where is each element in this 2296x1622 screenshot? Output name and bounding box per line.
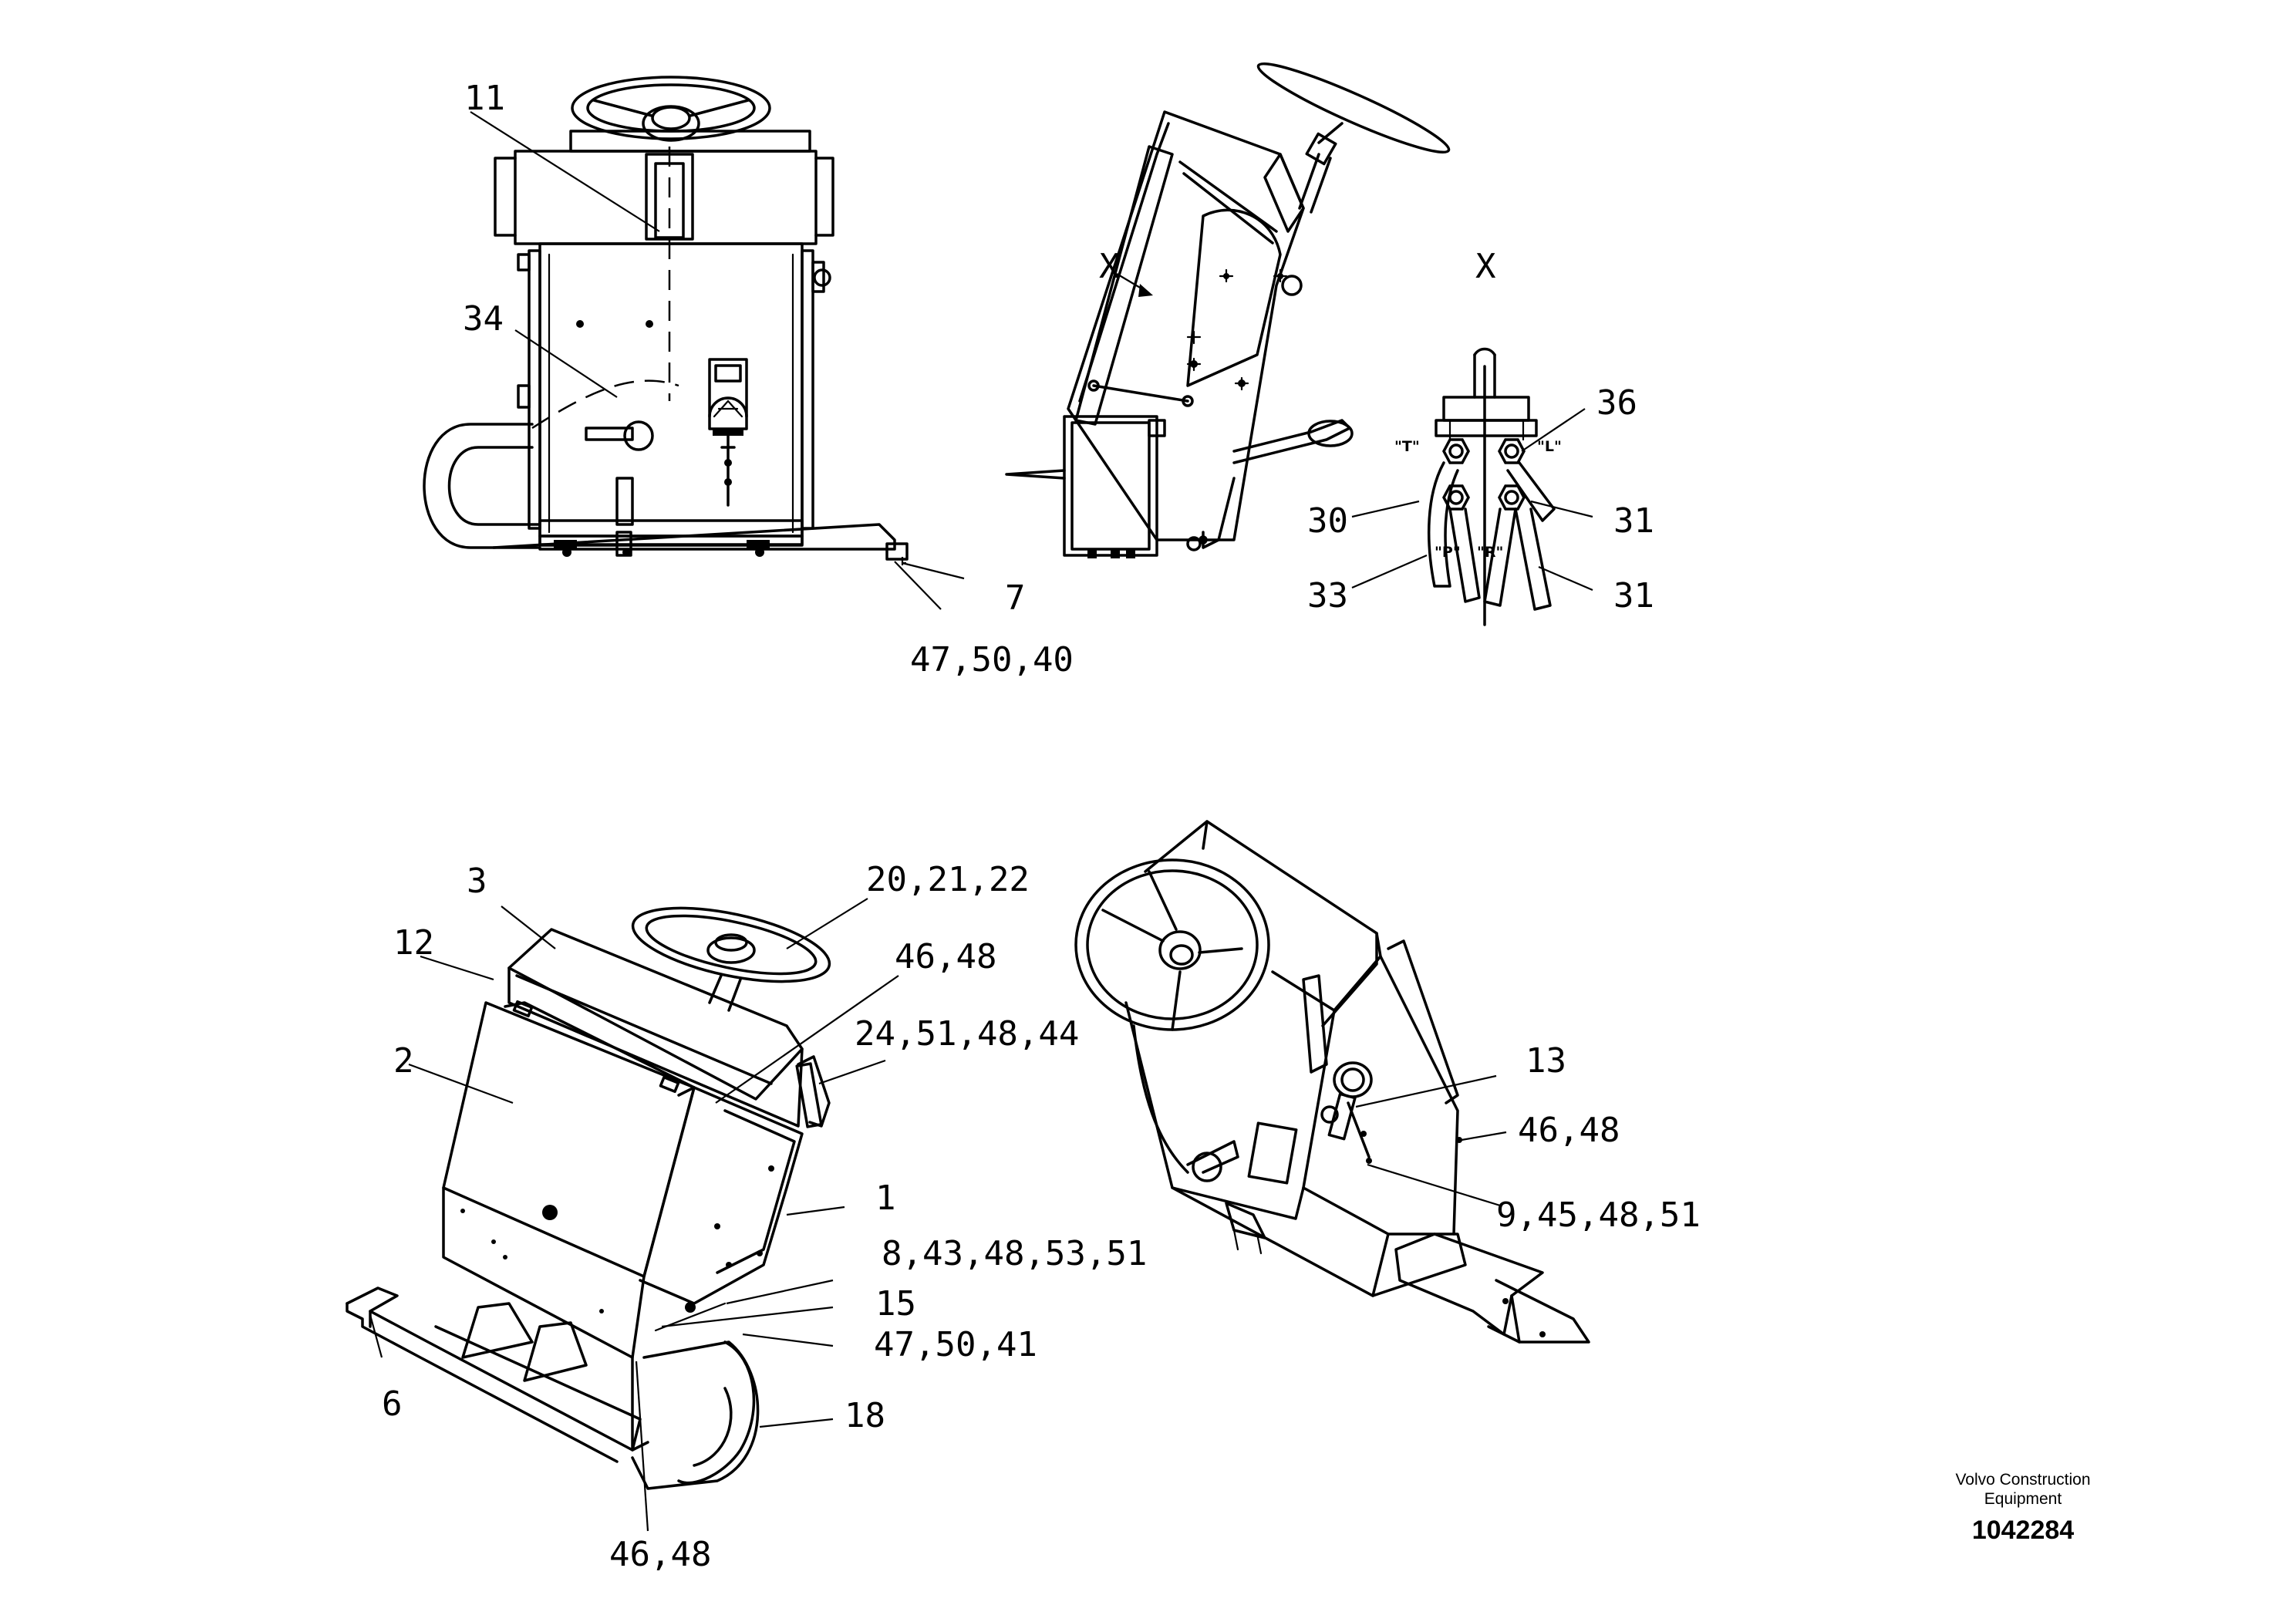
section-x-label: X bbox=[1475, 247, 1496, 286]
front-view bbox=[423, 76, 909, 561]
port-label-r: "R" bbox=[1477, 544, 1503, 561]
callout-46-48-b: 46,48 bbox=[609, 1535, 711, 1574]
callout-9-45-48-51: 9,45,48,51 bbox=[1496, 1195, 1701, 1235]
callout-3: 3 bbox=[467, 862, 487, 901]
iso-view-front bbox=[346, 906, 831, 1490]
iso-view-rear bbox=[1074, 820, 1590, 1344]
callout-12: 12 bbox=[393, 923, 434, 963]
footer: Volvo Construction Equipment 1042284 bbox=[1955, 1471, 2090, 1545]
callout-11: 11 bbox=[464, 79, 505, 118]
port-labels: "T" "L" "P" "R" bbox=[1394, 438, 1562, 561]
callout-36: 36 bbox=[1596, 383, 1637, 423]
callout-15: 15 bbox=[875, 1284, 916, 1324]
callout-31a: 31 bbox=[1613, 501, 1654, 541]
callout-2: 2 bbox=[393, 1041, 414, 1081]
callout-34: 34 bbox=[463, 299, 504, 339]
callout-31b: 31 bbox=[1613, 576, 1654, 615]
callout-8-43-48-53-51: 8,43,48,53,51 bbox=[882, 1234, 1147, 1273]
callout-7: 7 bbox=[1005, 578, 1026, 618]
part-number: 1042284 bbox=[1972, 1516, 2074, 1545]
callout-46-48-c: 46,48 bbox=[1518, 1111, 1620, 1150]
callout-20-21-22: 20,21,22 bbox=[866, 860, 1030, 899]
callout-46-48-a: 46,48 bbox=[895, 937, 996, 976]
leader-lines bbox=[369, 111, 1593, 1532]
callout-6: 6 bbox=[382, 1384, 403, 1424]
port-label-p: "P" bbox=[1435, 544, 1461, 561]
company-name-line2: Equipment bbox=[1984, 1490, 2062, 1508]
callout-47-50-40: 47,50,40 bbox=[910, 640, 1074, 679]
callout-33: 33 bbox=[1307, 576, 1348, 615]
view-x-label: X bbox=[1099, 247, 1120, 286]
company-name-line1: Volvo Construction bbox=[1955, 1471, 2090, 1489]
side-view bbox=[1005, 62, 1451, 558]
callout-18: 18 bbox=[845, 1396, 885, 1435]
callout-13: 13 bbox=[1526, 1041, 1566, 1081]
detail-x-view bbox=[1427, 347, 1556, 626]
callout-47-50-41: 47,50,41 bbox=[874, 1325, 1037, 1364]
port-label-t: "T" bbox=[1394, 438, 1420, 455]
port-label-l: "L" bbox=[1537, 438, 1562, 455]
callout-24-51-48-44: 24,51,48,44 bbox=[855, 1014, 1079, 1054]
callout-labels: 11 34 7 47,50,40 X X 36 30 31 33 31 3 20… bbox=[382, 79, 1701, 1574]
callout-30: 30 bbox=[1307, 501, 1348, 541]
callout-1: 1 bbox=[875, 1179, 896, 1218]
